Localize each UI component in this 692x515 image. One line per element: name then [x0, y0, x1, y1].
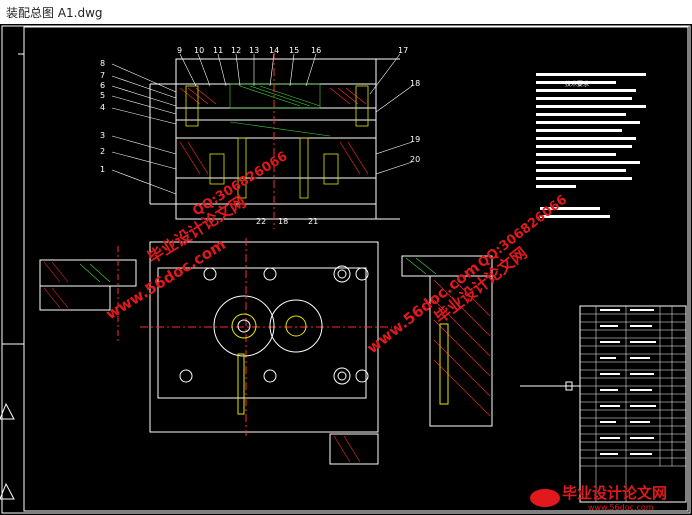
footer-logo: 毕业设计论文网 www.56doc.com	[530, 484, 667, 512]
part-label: 21	[308, 217, 318, 226]
part-label: 4	[100, 103, 105, 112]
drawing-frame-outer	[1, 25, 691, 514]
part-label: 3	[100, 131, 105, 140]
left-detail-view[interactable]	[39, 246, 137, 344]
part-label: 16	[311, 46, 321, 55]
part-label: 11	[213, 46, 223, 55]
orientation-mark	[0, 402, 15, 420]
tech-requirements-block: 技术要求	[536, 73, 646, 218]
part-label: 12	[231, 46, 241, 55]
part-label: 6	[100, 81, 105, 90]
document-title: 装配总图 A1.dwg	[6, 6, 103, 20]
part-label: 5	[100, 91, 105, 100]
bottom-detail-view[interactable]	[329, 433, 379, 465]
part-label: 2	[100, 147, 105, 156]
title-bar: 装配总图 A1.dwg	[0, 0, 692, 25]
part-label: 13	[249, 46, 259, 55]
part-label: 19	[410, 135, 420, 144]
part-label: 7	[100, 71, 105, 80]
right-section-view[interactable]	[401, 255, 493, 427]
part-label: 18	[410, 79, 420, 88]
part-label: 17	[398, 46, 408, 55]
part-label: 18	[278, 217, 288, 226]
part-label: 1	[100, 165, 105, 174]
footer-logo-url: www.56doc.com	[588, 503, 654, 512]
parts-list-table[interactable]	[579, 305, 687, 503]
front-section-view[interactable]	[149, 52, 400, 229]
part-label: 9	[177, 46, 182, 55]
watermark-layer: www.56doc.com 毕业设计论文网 QQ:306826066 www.5…	[103, 149, 571, 357]
part-label: 20	[410, 155, 420, 164]
part-label: 22	[256, 217, 266, 226]
plan-view[interactable]	[140, 238, 392, 436]
cad-drawing-canvas[interactable]: 8 7 6 5 4 3 2 1 9 10 11 12 13 14 15 16 1…	[0, 24, 692, 515]
part-label: 8	[100, 59, 105, 68]
drawing-frame-inner	[23, 26, 689, 512]
part-label: 15	[289, 46, 299, 55]
part-label: 10	[194, 46, 204, 55]
part-label: 14	[269, 46, 279, 55]
drawing-svg: 8 7 6 5 4 3 2 1 9 10 11 12 13 14 15 16 1…	[0, 25, 691, 514]
footer-logo-brand: 毕业设计论文网	[562, 484, 667, 502]
